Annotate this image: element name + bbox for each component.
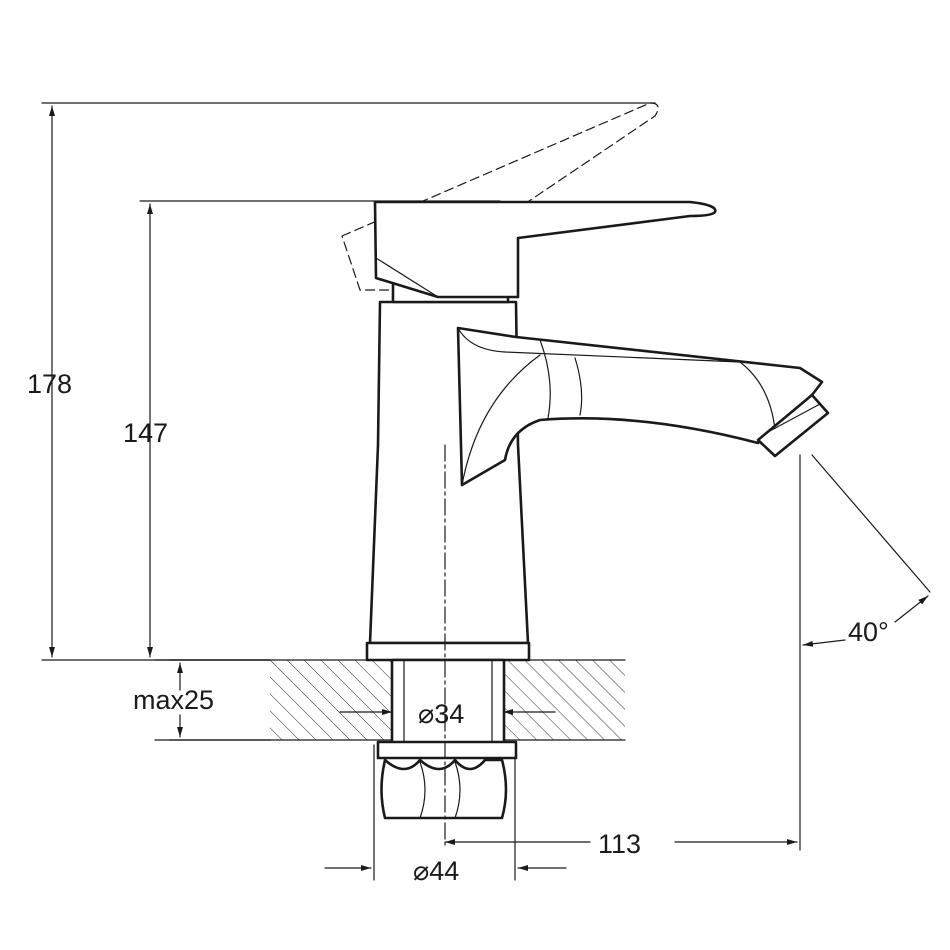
base-ring	[365, 641, 531, 662]
dim-113-label: 113	[598, 829, 641, 859]
dim-147-label: 147	[123, 418, 168, 448]
extension-lines	[41, 102, 931, 881]
dim-178-label: 178	[27, 369, 72, 399]
dim-40-arrow-left	[802, 639, 846, 647]
spout	[456, 326, 824, 487]
aerator	[756, 393, 830, 458]
faucet	[365, 200, 830, 846]
lever-handle	[373, 200, 717, 299]
mounting-washer	[376, 740, 518, 760]
dim-40-label: 40°	[848, 617, 889, 647]
countertop	[154, 659, 626, 741]
mounting-nut	[380, 758, 508, 820]
dimension-lines	[49, 105, 929, 871]
dim-40-arrow-right	[894, 595, 929, 623]
countertop-right-hatch	[502, 660, 625, 740]
dim-max25-label: max25	[133, 685, 214, 715]
dim-34-label: ⌀34	[418, 699, 464, 729]
dim-44-label: ⌀44	[413, 856, 459, 886]
countertop-left-hatch	[270, 660, 392, 740]
